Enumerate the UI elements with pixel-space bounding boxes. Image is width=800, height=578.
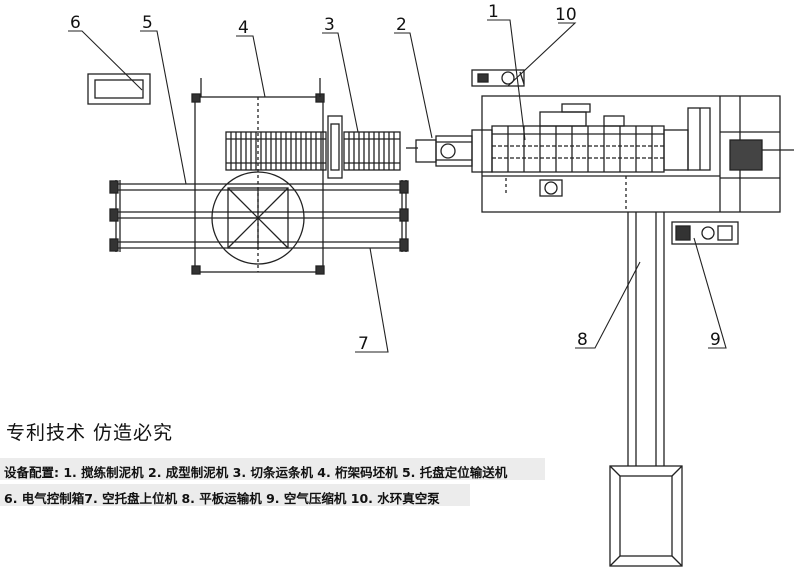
mixing-clay-machine	[481, 95, 794, 213]
label-2: 2	[396, 15, 407, 35]
label-7: 7	[358, 334, 369, 354]
label-9: 9	[710, 330, 721, 350]
equipment-list-line-2: 6. 电气控制箱7. 空托盘上位机 8. 平板运输机 9. 空气压缩机 10. …	[4, 491, 440, 506]
label-1: 1	[488, 2, 499, 22]
label-10: 10	[555, 5, 577, 25]
config-highlight-1	[0, 458, 545, 480]
gantry-stacking-machine	[191, 78, 325, 275]
label-4: 4	[238, 18, 249, 38]
label-5: 5	[142, 13, 153, 33]
leader-lines	[68, 19, 727, 353]
flat-plate-transport	[609, 212, 683, 567]
patent-notice: 专利技术 仿造必究	[6, 422, 174, 444]
label-8: 8	[577, 330, 588, 350]
air-compressor	[671, 221, 739, 245]
part-number-labels: 1 2 3 4 5 6 7 8 9 10	[70, 2, 721, 354]
forming-clay-extruder	[415, 129, 493, 173]
config-highlight-2	[0, 484, 470, 506]
pallet-conveyor-rails	[109, 180, 409, 252]
cutting-conveying-machine	[225, 115, 418, 179]
electrical-control-box	[87, 73, 151, 105]
equipment-list-line-1: 设备配置: 1. 搅练制泥机 2. 成型制泥机 3. 切条运条机 4. 桁架码坯…	[4, 465, 508, 480]
label-3: 3	[324, 15, 335, 35]
label-6: 6	[70, 13, 81, 33]
